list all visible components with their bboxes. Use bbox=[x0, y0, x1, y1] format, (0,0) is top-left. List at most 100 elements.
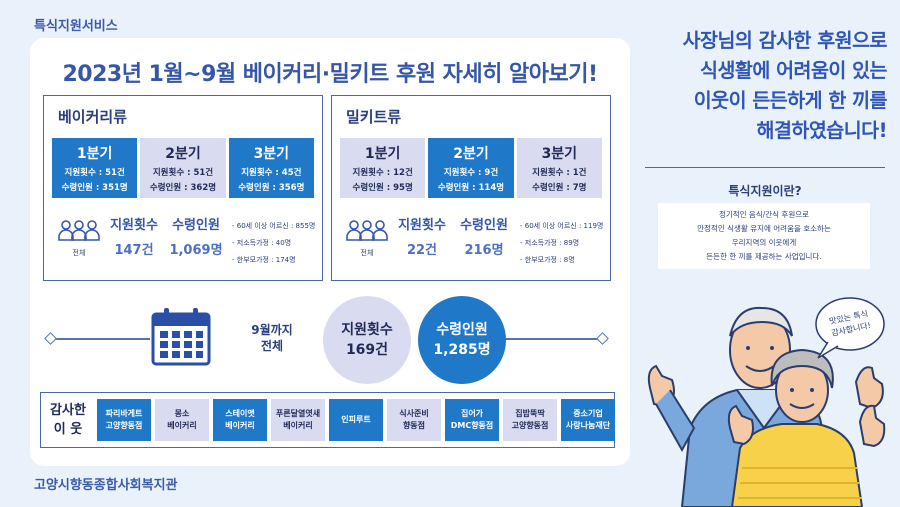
partner-name-line: 고양향동점 bbox=[105, 421, 143, 430]
bakery-quarter-1: 1분기 지원횟수 : 51건 수령인원 : 351명 bbox=[52, 138, 138, 198]
divider-right bbox=[500, 338, 602, 340]
organization-label: 고양시향동종합사회복지관 bbox=[34, 478, 178, 493]
people-icon bbox=[58, 220, 100, 241]
page-title: 2023년 1월~9월 베이커리·밀키트 후원 자세히 알아보기! bbox=[62, 62, 598, 87]
what-title: 특식지원이란? bbox=[728, 184, 802, 198]
partners-label: 감사한 이 웃 bbox=[41, 401, 95, 439]
quarter-people: 수령인원 : 95명 bbox=[352, 183, 413, 193]
mealkit-panel: 밀키트류 1분기 지원횟수 : 12건 수령인원 : 95명 2분기 지원횟수 … bbox=[331, 95, 611, 281]
mealkit-quarter-3: 3분기 지원횟수 : 1건 수령인원 : 7명 bbox=[516, 138, 602, 198]
elderly-couple-illustration: 맛있는 특식 감사합니다! bbox=[647, 297, 886, 507]
demographic-item: - 저소득가정 : 40명 bbox=[232, 239, 292, 247]
total-count-value: 22건 bbox=[406, 243, 438, 258]
divider-left bbox=[50, 338, 150, 340]
quarter-count: 지원횟수 : 1건 bbox=[532, 168, 587, 178]
summary-count-value: 169건 bbox=[345, 342, 389, 358]
mealkit-total-people: 수령인원 216명 bbox=[454, 214, 514, 258]
quarter-name: 1분기 bbox=[364, 146, 401, 162]
desc-line: 안정적인 식생활 유지에 어려움을 호소하는 bbox=[697, 224, 831, 233]
mealkit-quarter-1: 1분기 지원횟수 : 12건 수령인원 : 95명 bbox=[340, 138, 426, 198]
total-people-label: 수령인원 bbox=[460, 218, 508, 233]
quarter-people: 수령인원 : 7명 bbox=[532, 183, 587, 193]
headline-line: 식생활에 어려움이 있는 bbox=[700, 59, 887, 82]
quarter-name: 2분기 bbox=[453, 146, 489, 162]
quarter-people: 수령인원 : 356명 bbox=[238, 183, 305, 193]
until-line: 9월까지 bbox=[251, 323, 293, 337]
partner-name-line: 향동점 bbox=[402, 421, 426, 430]
partner-name-line: 베이커리 bbox=[283, 421, 313, 430]
people-caption: 전체 bbox=[72, 249, 86, 257]
summary-count-circle: 지원횟수 169건 bbox=[323, 296, 411, 384]
quarter-count: 지원횟수 : 9건 bbox=[443, 168, 499, 178]
mealkit-panel-title: 밀키트류 bbox=[346, 108, 402, 126]
demographic-item: - 60세 이상 어르신 : 855명 bbox=[232, 222, 316, 230]
calendar-icon bbox=[151, 308, 211, 366]
bakery-demographics: - 60세 이상 어르신 : 855명 - 저소득가정 : 40명 - 한부모가… bbox=[232, 218, 315, 269]
partner-item: 인피루트 bbox=[329, 399, 383, 441]
total-people-value: 216명 bbox=[464, 243, 504, 258]
partner-item: 집어가 DMC향동점 bbox=[445, 399, 499, 441]
demographic-item: - 60세 이상 어르신 : 119명 bbox=[520, 222, 604, 230]
quarter-people: 수령인원 : 114명 bbox=[437, 183, 505, 193]
people-group: 전체 bbox=[56, 218, 102, 258]
until-label: 9월까지 전체 bbox=[240, 322, 304, 354]
mealkit-demographics: - 60세 이상 어르신 : 119명 - 저소득가정 : 89명 - 한부모가… bbox=[520, 218, 603, 269]
people-caption: 전체 bbox=[360, 249, 374, 257]
total-count-label: 지원횟수 bbox=[398, 218, 446, 233]
summary-people-label: 수령인원 bbox=[436, 322, 488, 338]
bakery-panel-title: 베이커리류 bbox=[58, 108, 128, 126]
partner-name-line: 사랑나눔재단 bbox=[565, 421, 611, 430]
right-divider bbox=[645, 167, 885, 168]
desc-line: 정기적인 음식/간식 후원으로 bbox=[718, 210, 810, 219]
mealkit-quarter-2: 2분기 지원횟수 : 9건 수령인원 : 114명 bbox=[428, 138, 514, 198]
quarter-name: 3분기 bbox=[541, 146, 578, 162]
total-people-value: 1,069명 bbox=[169, 243, 223, 258]
mealkit-quarters: 1분기 지원횟수 : 12건 수령인원 : 95명 2분기 지원횟수 : 9건 … bbox=[340, 138, 602, 198]
bakery-quarter-2: 2분기 지원횟수 : 51건 수령인원 : 362명 bbox=[140, 138, 226, 198]
quarter-count: 지원횟수 : 51건 bbox=[64, 168, 125, 178]
partner-name-line: 푸른달열엿새 bbox=[275, 409, 321, 418]
quarter-people: 수령인원 : 351명 bbox=[61, 183, 128, 193]
quarter-name: 2분기 bbox=[165, 146, 201, 162]
partner-name-line: 집밥뚝딱 bbox=[515, 409, 545, 418]
what-description: 정기적인 음식/간식 후원으로 안정적인 식생활 유지에 어려움을 호소하는 우… bbox=[658, 203, 870, 269]
partner-name-line: DMC향동점 bbox=[450, 421, 494, 430]
partner-name-line: 고양향동점 bbox=[511, 421, 549, 430]
partner-name-line: 베이커리 bbox=[225, 421, 255, 430]
partner-name-line: 집어가 bbox=[460, 409, 484, 418]
mealkit-total-count: 지원횟수 22건 bbox=[396, 214, 448, 258]
right-headline: 사장님의 감사한 후원으로 식생활에 어려움이 있는 이웃이 든든하게 한 끼를… bbox=[645, 26, 888, 146]
quarter-people: 수령인원 : 362명 bbox=[149, 183, 217, 193]
service-label: 특식지원서비스 bbox=[34, 19, 118, 34]
demographic-item: - 한부모가정 : 174명 bbox=[232, 256, 296, 264]
partner-name-line: 중소기업 bbox=[573, 409, 603, 418]
quarter-count: 지원횟수 : 51건 bbox=[152, 168, 214, 178]
partner-name-line: 인피루트 bbox=[341, 415, 371, 424]
people-group: 전체 bbox=[344, 218, 390, 258]
total-count-label: 지원횟수 bbox=[110, 218, 158, 233]
until-line: 전체 bbox=[260, 339, 284, 353]
demographic-item: - 저소득가정 : 89명 bbox=[520, 239, 580, 247]
headline-line: 사장님의 감사한 후원으로 bbox=[682, 29, 888, 52]
quarter-name: 3분기 bbox=[253, 146, 290, 162]
bakery-total-people: 수령인원 1,069명 bbox=[166, 214, 226, 258]
partner-name-line: 몽소 bbox=[174, 409, 190, 418]
quarter-count: 지원횟수 : 12건 bbox=[352, 168, 413, 178]
quarter-name: 1분기 bbox=[76, 146, 113, 162]
partner-name-line: 스테이앳 bbox=[225, 409, 255, 418]
partners-label-line: 감사한 bbox=[50, 403, 86, 418]
demographic-item: - 한부모가정 : 8명 bbox=[520, 256, 575, 264]
bakery-quarters: 1분기 지원횟수 : 51건 수령인원 : 351명 2분기 지원횟수 : 51… bbox=[52, 138, 314, 198]
partners-label-line: 이 웃 bbox=[53, 422, 83, 437]
total-count-value: 147건 bbox=[114, 243, 154, 258]
partner-name-line: 파리바게트 bbox=[105, 409, 143, 418]
